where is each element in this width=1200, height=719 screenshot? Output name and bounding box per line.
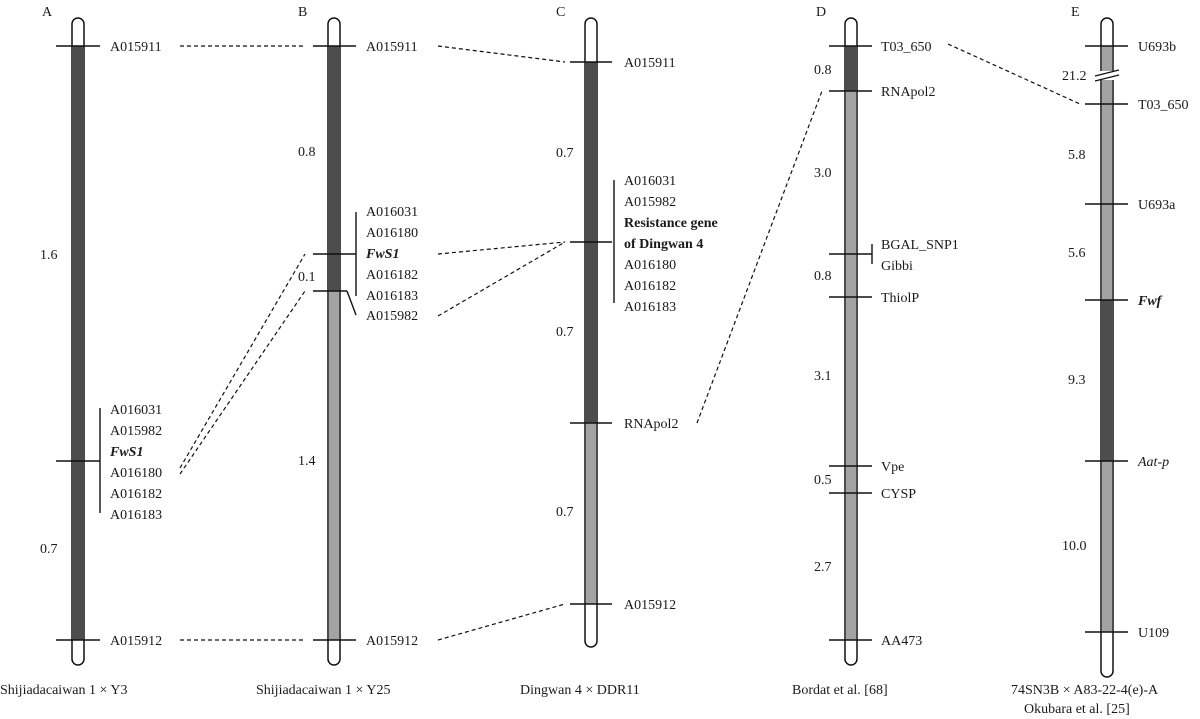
marker-label: A015912	[366, 634, 418, 649]
panel-letter: C	[556, 5, 565, 20]
chromosome-b: B 0.8 0.1 1.4 A015911 A016031 A016180 Fw…	[256, 5, 418, 698]
marker-label: Gibbi	[881, 259, 913, 274]
chromosome-segment	[73, 46, 83, 640]
marker-label: A016180	[366, 226, 418, 241]
marker-label: ThiolP	[881, 291, 919, 306]
chromosome-c: C 0.7 0.7 0.7 A015911 A016031 A015982 Re…	[520, 5, 718, 698]
chromosome-d: D 0.8 3.0 0.8 3.1 0.5 2.7 T03_650 RNApol…	[792, 5, 959, 698]
connector-rnapol2	[696, 90, 823, 424]
interval-distance: 2.7	[814, 560, 832, 575]
marker-label: A015911	[110, 40, 162, 55]
interval-distance: 10.0	[1062, 539, 1087, 554]
marker-label: RNApol2	[624, 417, 678, 432]
marker-label: CYSP	[881, 487, 916, 502]
marker-label: A016182	[366, 268, 418, 283]
interval-distance: 0.8	[814, 63, 832, 78]
chromosome-segment	[1102, 46, 1112, 300]
interval-distance: 0.8	[298, 145, 316, 160]
population-caption: Bordat et al. [68]	[792, 683, 888, 698]
marker-label: U693a	[1138, 198, 1176, 213]
chromosome-e: E 21.2 5.8 5.6 9.3 10.0 U693b T03_650 U6…	[1011, 5, 1189, 717]
chromosome-segment	[1102, 461, 1112, 632]
gene-label: Resistance gene	[624, 216, 718, 231]
interval-distance: 0.5	[814, 473, 832, 488]
marker-label: U693b	[1138, 40, 1176, 55]
marker-label: A016183	[624, 300, 676, 315]
population-caption: Shijiadacaiwan 1 × Y3	[0, 683, 128, 698]
marker-label: A016031	[624, 174, 676, 189]
connector-resistance-gene	[437, 241, 566, 255]
marker-label: BGAL_SNP1	[881, 238, 959, 253]
marker-label: A015982	[624, 195, 676, 210]
marker-label: T03_650	[881, 40, 932, 55]
map-break-gap	[1094, 71, 1120, 80]
marker-label: Aat-p	[1137, 455, 1169, 470]
marker-label: AA473	[881, 634, 922, 649]
panel-letter: B	[298, 5, 307, 20]
connector-a015911	[437, 45, 566, 63]
gene-label: Fwf	[1137, 294, 1163, 309]
marker-label: A015912	[110, 634, 162, 649]
interval-distance: 0.8	[814, 269, 832, 284]
interval-distance: 5.6	[1068, 246, 1086, 261]
interval-distance: 0.7	[556, 325, 574, 340]
chromosome-segment	[329, 46, 339, 291]
marker-label: A015982	[110, 424, 162, 439]
chromosome-a: A 1.6 0.7 A015911 A016031 A015982 FwS1 A…	[0, 5, 162, 698]
connector-a015982	[437, 241, 566, 317]
gene-label: FwS1	[109, 445, 143, 460]
marker-label: A016183	[110, 508, 162, 523]
interval-distance: 1.4	[298, 454, 316, 469]
marker-label: Vpe	[881, 460, 904, 475]
chromosome-segment	[586, 423, 596, 604]
panel-letter: E	[1071, 5, 1080, 20]
interval-distance: 21.2	[1062, 69, 1087, 84]
panel-letter: D	[816, 5, 826, 20]
interval-distance: 9.3	[1068, 373, 1086, 388]
marker-label: A015911	[624, 56, 676, 71]
marker-label: A016183	[366, 289, 418, 304]
marker-label: A015982	[366, 309, 418, 324]
interval-distance: 3.1	[814, 369, 832, 384]
marker-label: A015912	[624, 598, 676, 613]
chromosome-segment	[329, 291, 339, 640]
marker-label: A016031	[366, 205, 418, 220]
interval-distance: 1.6	[40, 248, 58, 263]
gene-label: of Dingwan 4	[624, 237, 703, 252]
connector-fws1-lower	[179, 290, 306, 475]
population-caption: Shijiadacaiwan 1 × Y25	[256, 683, 391, 698]
panel-letter: A	[42, 5, 53, 20]
interval-distance: 0.7	[556, 505, 574, 520]
interval-distance: 0.7	[556, 146, 574, 161]
marker-tick	[346, 290, 357, 316]
chromosome-segment	[846, 91, 856, 640]
marker-label: RNApol2	[881, 85, 935, 100]
interval-distance: 5.8	[1068, 148, 1086, 163]
connector-a015912	[437, 603, 566, 641]
connector-t03-650	[947, 43, 1081, 105]
chromosome-segment	[1102, 300, 1112, 461]
connector-fws1-upper	[179, 253, 306, 469]
population-caption: 74SN3B × A83-22-4(e)-A	[1011, 683, 1159, 698]
marker-label: U109	[1138, 626, 1169, 641]
marker-label: A016031	[110, 403, 162, 418]
marker-label: A016180	[110, 466, 162, 481]
gene-label: FwS1	[365, 247, 399, 262]
population-caption: Dingwan 4 × DDR11	[520, 683, 640, 698]
marker-label: A016180	[624, 258, 676, 273]
marker-connectors	[179, 43, 1081, 641]
map-break-mark	[1094, 74, 1120, 82]
marker-label: A016182	[110, 487, 162, 502]
chromosome-segment	[846, 46, 856, 91]
citation-caption: Okubara et al. [25]	[1024, 702, 1130, 717]
interval-distance: 0.7	[40, 542, 58, 557]
marker-label: A015911	[366, 40, 418, 55]
interval-distance: 0.1	[298, 270, 316, 285]
interval-distance: 3.0	[814, 166, 832, 181]
marker-label: A016182	[624, 279, 676, 294]
map-break-mark	[1094, 69, 1120, 77]
marker-label: T03_650	[1138, 98, 1189, 113]
